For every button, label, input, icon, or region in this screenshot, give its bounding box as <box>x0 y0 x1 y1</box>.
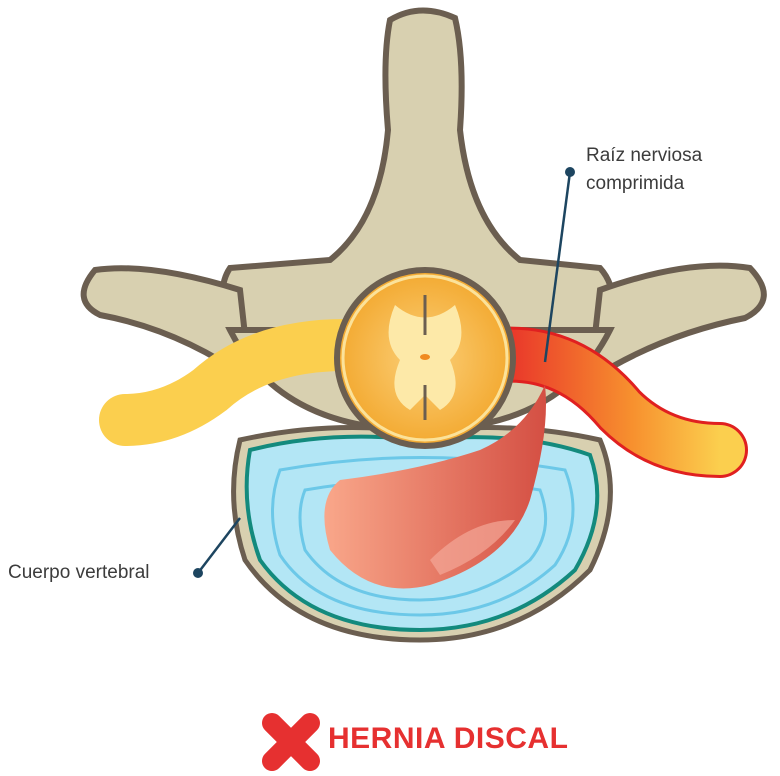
transverse-process-right <box>586 262 767 386</box>
label-vertebral-body: Cuerpo vertebral <box>8 562 150 583</box>
diagram-title: HERNIA DISCAL <box>328 722 569 755</box>
label-nerve-root: Raíz nerviosa comprimida <box>586 142 702 198</box>
nerve-root-left <box>99 319 371 446</box>
label-line-1: Raíz nerviosa <box>586 145 703 166</box>
label-line-2: comprimida <box>586 173 685 194</box>
x-icon <box>262 713 320 771</box>
pointer-nerve-root <box>543 171 572 363</box>
transverse-process-left <box>80 265 254 387</box>
pointer-vertebral-body <box>197 517 241 574</box>
